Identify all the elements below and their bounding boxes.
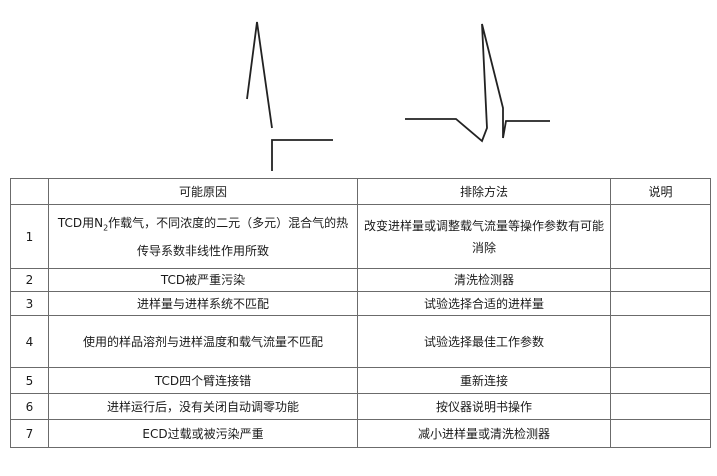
header-possible-cause: 可能原因 [48,178,358,205]
note-cell [610,291,711,316]
table-row: 6 进样运行后，没有关闭自动调零功能 按仪器说明书操作 [10,393,711,420]
row-number: 4 [10,315,49,368]
cause-cell: TCD被严重污染 [48,268,358,292]
cause-subscript: 2 [103,222,109,232]
table-row: 4 使用的样品溶剂与进样温度和载气流量不匹配 试验选择最佳工作参数 [10,315,711,368]
note-cell [610,204,711,269]
cause-cell: 使用的样品溶剂与进样温度和载气流量不匹配 [48,315,358,368]
solution-cell: 重新连接 [357,367,611,394]
row-number: 5 [10,367,49,394]
peak-shape-right [405,23,550,143]
table-row: 1 TCD用N2作载气，不同浓度的二元（多元）混合气的热传导系数非线性作用所致 … [10,204,711,269]
cause-cell: 进样量与进样系统不匹配 [48,291,358,316]
solution-cell: 改变进样量或调整载气流量等操作参数有可能消除 [357,204,611,269]
table-header-row: 可能原因 排除方法 说明 [10,178,711,205]
cause-cell: TCD用N2作载气，不同浓度的二元（多元）混合气的热传导系数非线性作用所致 [48,204,358,269]
row-number: 3 [10,291,49,316]
cause-cell: 进样运行后，没有关闭自动调零功能 [48,393,358,420]
solution-cell: 清洗检测器 [357,268,611,292]
solution-cell: 试验选择合适的进样量 [357,291,611,316]
cause-cell: ECD过载或被污染严重 [48,419,358,448]
solution-cell: 按仪器说明书操作 [357,393,611,420]
row-number: 1 [10,204,49,269]
header-solution: 排除方法 [357,178,611,205]
table-row: 3 进样量与进样系统不匹配 试验选择合适的进样量 [10,291,711,316]
table-row: 7 ECD过载或被污染严重 减小进样量或清洗检测器 [10,419,711,448]
baseline-step-left [271,139,333,171]
row-number: 6 [10,393,49,420]
note-cell [610,315,711,368]
peak-shape-figure [246,21,550,171]
cause-text: TCD用N [57,215,104,230]
note-cell [610,393,711,420]
cause-text: 作载气，不同浓度的二元（多元）混合气的热传导系数非线性作用所致 [108,215,349,258]
peak-shape-left [246,21,273,129]
note-cell [610,367,711,394]
solution-cell: 试验选择最佳工作参数 [357,315,611,368]
table-row: 2 TCD被严重污染 清洗检测器 [10,268,711,292]
note-cell [610,268,711,292]
header-note: 说明 [610,178,711,205]
cause-cell: TCD四个臂连接错 [48,367,358,394]
header-number [10,178,49,205]
note-cell [610,419,711,448]
row-number: 7 [10,419,49,448]
row-number: 2 [10,268,49,292]
solution-cell: 减小进样量或清洗检测器 [357,419,611,448]
troubleshooting-table: 可能原因 排除方法 说明 1 TCD用N2作载气，不同浓度的二元（多元）混合气的… [10,178,711,448]
table-row: 5 TCD四个臂连接错 重新连接 [10,367,711,394]
